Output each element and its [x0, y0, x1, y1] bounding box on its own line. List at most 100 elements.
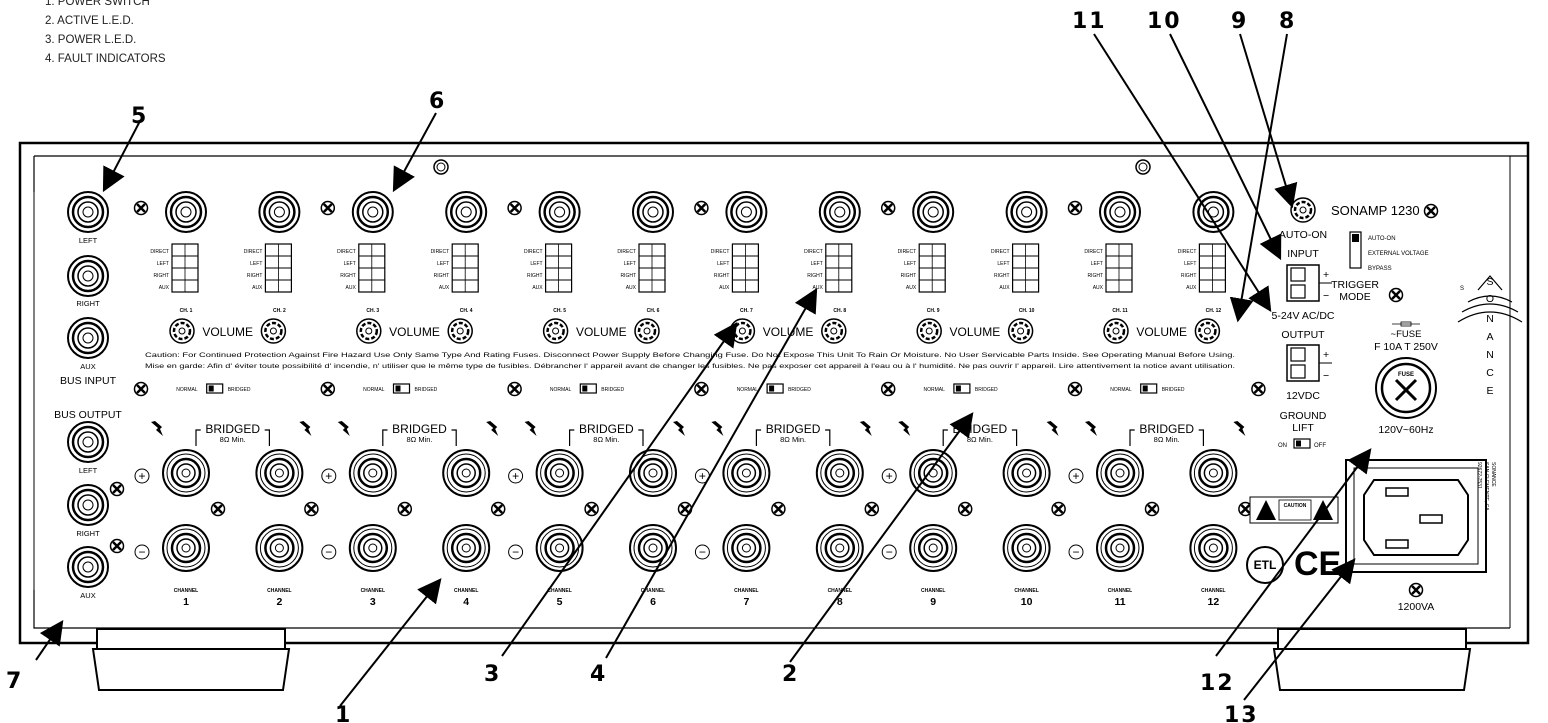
- volume-knob[interactable]: [729, 317, 756, 345]
- screw-icon: [1067, 200, 1083, 216]
- bridged-label: BRIDGED: [579, 422, 634, 436]
- channel-2-input-jack[interactable]: [258, 190, 301, 234]
- channel-7-positive-terminal[interactable]: [722, 448, 771, 498]
- channel-4-input-jack[interactable]: [444, 190, 488, 234]
- mode-label: MODE: [1339, 291, 1371, 303]
- bus-input-aux-jack[interactable]: [66, 316, 110, 360]
- volume-knob[interactable]: [260, 317, 287, 345]
- channel-3-input-select-switch[interactable]: [358, 243, 386, 293]
- switch-label: RIGHT: [340, 273, 356, 279]
- channel-1-input-select-switch[interactable]: [171, 243, 199, 293]
- callout-8: 8: [1279, 9, 1296, 34]
- channel-3-negative-terminal[interactable]: [348, 523, 398, 573]
- bus-output-left-jack[interactable]: [66, 420, 110, 464]
- channel-5-negative-terminal[interactable]: [535, 523, 584, 573]
- bus-input-right-jack[interactable]: [66, 254, 110, 298]
- bridge-mode-switch[interactable]: [392, 383, 411, 394]
- channel-10-input-select-switch[interactable]: [1011, 243, 1040, 293]
- channel-1-input-jack[interactable]: [164, 190, 208, 234]
- volume-knob[interactable]: [542, 317, 569, 345]
- callout-1: 1: [335, 703, 352, 723]
- minus-ring: [508, 544, 524, 560]
- bridge-mode-switch[interactable]: [206, 383, 224, 394]
- callout-5: 5: [131, 104, 148, 129]
- channel-6-input-select-switch[interactable]: [638, 243, 666, 293]
- volume-knob[interactable]: [1007, 317, 1034, 345]
- fuse-title: ~FUSE: [1391, 329, 1422, 340]
- channel-1-positive-terminal[interactable]: [161, 448, 211, 498]
- bridge-mode-switch[interactable]: [953, 383, 971, 394]
- bridge-mode-switch[interactable]: [766, 383, 784, 394]
- channel-4-negative-terminal[interactable]: [441, 523, 491, 573]
- channel-8-tag: CH. 8: [833, 308, 846, 314]
- volume-knob[interactable]: [633, 317, 661, 345]
- channel-10-input-jack[interactable]: [1005, 190, 1048, 234]
- trigger-input-terminal[interactable]: + −: [1286, 264, 1332, 302]
- channel-8-input-jack[interactable]: [818, 190, 862, 234]
- bridge-mode-switch[interactable]: [1140, 383, 1158, 394]
- volume-knob[interactable]: [1102, 317, 1130, 345]
- volume-knob[interactable]: [1194, 317, 1221, 345]
- fuse-holder[interactable]: FUSE: [1375, 357, 1437, 419]
- screw-icon: [583, 501, 600, 517]
- channel-5-input-jack[interactable]: [538, 190, 581, 234]
- channel-6-positive-terminal[interactable]: [628, 448, 678, 498]
- channel-11-negative-terminal[interactable]: [1095, 523, 1145, 573]
- channel-6-tag: CH. 6: [647, 308, 660, 314]
- channel-11-input-select-switch[interactable]: [1105, 243, 1133, 293]
- bus-input-aux-label: AUX: [80, 362, 95, 371]
- channel-2-input-select-switch[interactable]: [264, 243, 292, 293]
- iec-power-inlet[interactable]: [1345, 459, 1487, 573]
- channel-11-input-jack[interactable]: [1098, 190, 1142, 234]
- address-block: SONANCE SAN CLEMENTE, CA 92672-7531: [1476, 462, 1496, 511]
- bus-output-right-jack[interactable]: [66, 483, 110, 527]
- bus-input-left-jack[interactable]: [66, 190, 110, 234]
- channel-10-positive-terminal[interactable]: [1002, 448, 1051, 498]
- ground-lift-switch[interactable]: [1293, 438, 1311, 449]
- volume-knob[interactable]: [446, 317, 474, 345]
- trigger-mode-switch[interactable]: [1349, 231, 1362, 269]
- channel-12-input-select-switch[interactable]: [1198, 243, 1227, 293]
- etl-listed-mark: ETL: [1246, 546, 1284, 584]
- volume-knob[interactable]: [355, 317, 383, 345]
- svg-text:−: −: [1323, 290, 1329, 302]
- volume-knob[interactable]: [168, 317, 196, 345]
- channel-7-input-jack[interactable]: [725, 190, 768, 234]
- channel-7-negative-terminal[interactable]: [722, 523, 771, 573]
- channel-9-input-select-switch[interactable]: [918, 243, 946, 293]
- bridged-bracket: [1129, 429, 1204, 446]
- channel-2-negative-terminal[interactable]: [255, 523, 304, 573]
- channel-9-negative-terminal[interactable]: [908, 523, 958, 573]
- channel-8-positive-terminal[interactable]: [815, 448, 865, 498]
- trigger-output-terminal[interactable]: + −: [1286, 344, 1332, 382]
- volume-knob[interactable]: [820, 317, 848, 345]
- channel-5-input-select-switch[interactable]: [544, 243, 573, 293]
- channel-7-input-select-switch[interactable]: [731, 243, 760, 293]
- normal-label: NORMAL: [1110, 387, 1132, 393]
- screw-icon: [1388, 287, 1404, 303]
- channel-5-positive-terminal[interactable]: [535, 448, 584, 498]
- channel-2-positive-terminal[interactable]: [255, 448, 304, 498]
- channel-word: CHANNEL: [641, 588, 665, 594]
- channel-3-positive-terminal[interactable]: [348, 448, 398, 498]
- bridged-label: BRIDGED: [1139, 422, 1194, 436]
- volume-knob[interactable]: [915, 317, 943, 345]
- channel-12-negative-terminal[interactable]: [1189, 523, 1238, 573]
- channel-6-input-jack[interactable]: [631, 190, 675, 234]
- bridge-mode-switch[interactable]: [579, 383, 597, 394]
- screw-icon: [770, 501, 787, 517]
- channel-9-input-jack[interactable]: [911, 190, 955, 234]
- channel-4-input-select-switch[interactable]: [451, 243, 479, 293]
- switch-label: LEFT: [157, 261, 169, 267]
- channel-8-negative-terminal[interactable]: [815, 523, 865, 573]
- channel-10-negative-terminal[interactable]: [1002, 523, 1051, 573]
- bus-output-aux-jack[interactable]: [66, 545, 110, 589]
- channel-11-positive-terminal[interactable]: [1095, 448, 1145, 498]
- channel-12-tag: CH. 12: [1206, 308, 1222, 314]
- channel-8-input-select-switch[interactable]: [825, 243, 853, 293]
- switch-label: RIGHT: [247, 273, 263, 279]
- channel-1-negative-terminal[interactable]: [161, 523, 211, 573]
- channel-12-positive-terminal[interactable]: [1189, 448, 1238, 498]
- channel-3-input-jack[interactable]: [351, 190, 395, 234]
- channel-4-positive-terminal[interactable]: [441, 448, 491, 498]
